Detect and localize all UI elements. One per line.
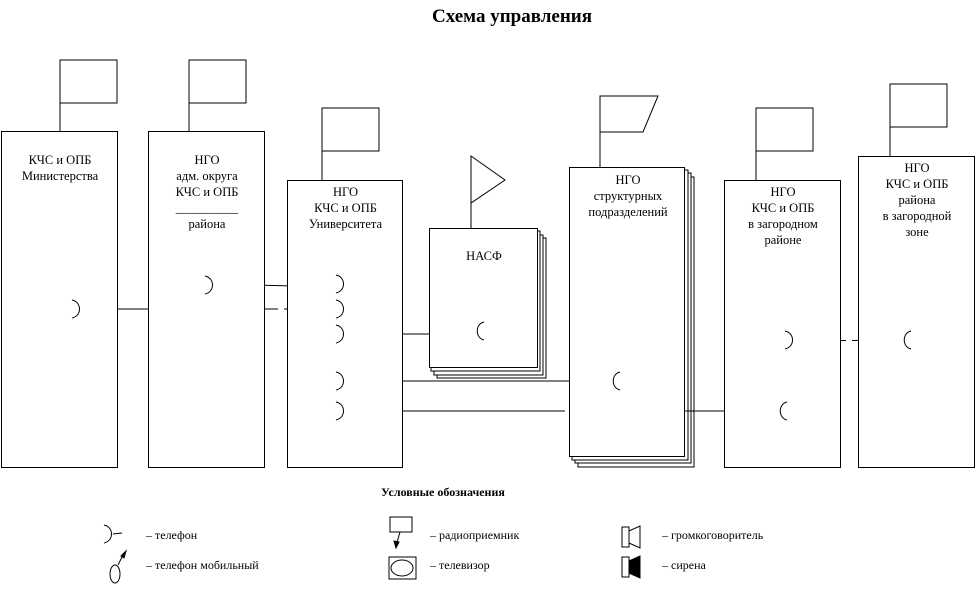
legend-telephone-label: – телефон [146,528,198,542]
legend-tv-icon [388,556,417,580]
telephone-icon [335,371,344,391]
node-university [287,180,403,468]
legend-mobile-phone-icon [109,549,128,584]
flag-district [188,59,247,131]
flag-ministry [59,59,118,131]
diagram-title: Схема управления [431,6,593,27]
telephone-icon [71,299,80,319]
telephone-icon [335,324,344,344]
flag-university [321,107,380,180]
telephone-icon [903,330,912,350]
node-structural [569,167,685,457]
node-ministry [1,131,118,468]
telephone-icon [784,330,793,350]
telephone-icon [335,401,344,421]
legend-siren-label: – сирена [662,558,706,572]
legend-title: Условные обозначения [381,485,505,499]
flag-suburban [755,107,814,180]
flag-structural [599,95,659,167]
flag-suburban-district [889,83,948,156]
legend-siren-icon [621,555,641,579]
flag-nasf [470,155,506,228]
legend-radio-receiver-label: – радиоприемник [430,528,520,542]
legend-tv-label: – телевизор [430,558,490,572]
telephone-icon [779,401,788,421]
node-district-label: НГО адм. округа КЧС и ОПБ __________ рай… [175,153,239,231]
telephone-icon [476,321,485,341]
legend-telephone-icon [103,524,123,544]
legend-loudspeaker-label: – громкоговоритель [662,528,764,542]
legend-loudspeaker-icon [621,525,641,549]
node-suburban [724,180,841,468]
node-suburban-district [858,156,975,468]
node-nasf [429,228,538,368]
node-nasf-label: НАСФ [466,249,502,263]
legend-mobile-phone-label: – телефон мобильный [146,558,259,572]
telephone-icon [335,274,344,294]
telephone-icon [204,275,213,295]
telephone-icon [612,371,621,391]
legend-radio-receiver-icon [389,516,413,550]
node-district [148,131,265,468]
telephone-icon [335,299,344,319]
